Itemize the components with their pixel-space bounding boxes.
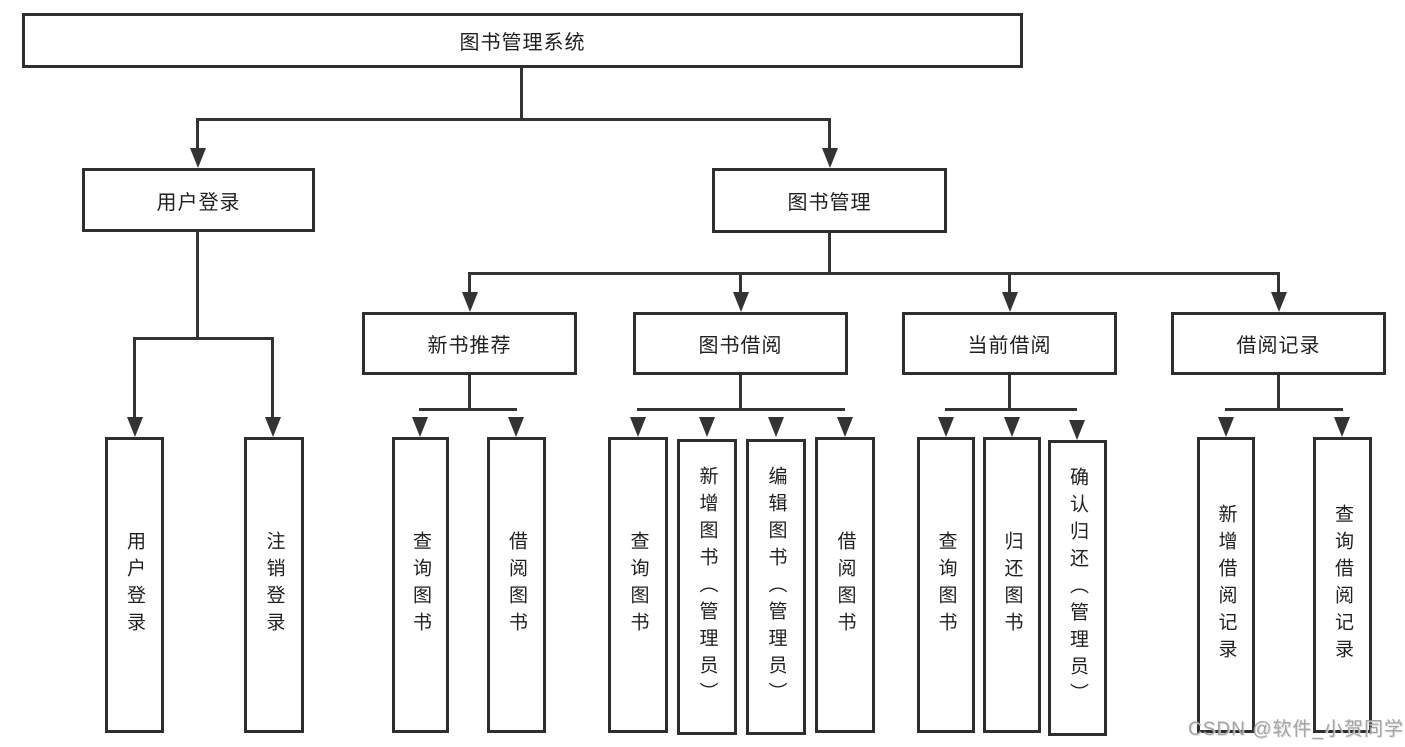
node-book-management-label: 图书管理	[787, 192, 872, 214]
leaf-bb-borrow-books-label: 借阅图书	[834, 531, 856, 639]
node-root-label: 图书管理系统	[459, 32, 586, 54]
leaf-user-login-label: 用户登录	[124, 531, 145, 639]
leaf-br-query-record-label: 查询借阅记录	[1332, 504, 1353, 666]
leaf-br-query-record: 查询借阅记录	[1313, 437, 1372, 733]
arrowhead-br-add	[1218, 417, 1234, 437]
connector-bookmgmt-rail	[468, 272, 1280, 275]
arrowhead-bb-edit	[768, 417, 784, 437]
arrowhead-leaf-login	[127, 417, 143, 437]
leaf-rec-borrow-books-label: 借阅图书	[506, 531, 527, 639]
leaf-br-add-record: 新增借阅记录	[1197, 437, 1255, 733]
arrowhead-rec-query	[412, 417, 428, 437]
arrowhead-cb-return	[1004, 417, 1020, 437]
leaf-cb-confirm-return-admin: 确认归还（管理员）	[1048, 440, 1107, 736]
node-root-system: 图书管理系统	[22, 13, 1023, 68]
node-current-borrow-label: 当前借阅	[967, 335, 1052, 357]
connector-drop-recommend	[468, 272, 471, 296]
leaf-rec-query-books: 查询图书	[392, 437, 449, 733]
node-borrow-records: 借阅记录	[1171, 312, 1386, 375]
leaf-bb-borrow-books: 借阅图书	[815, 437, 875, 733]
arrowhead-bb-query	[630, 417, 646, 437]
arrowhead-bb-add	[699, 417, 715, 437]
leaf-bb-query-books-label: 查询图书	[627, 531, 649, 639]
connector-userlogin-rail	[133, 337, 274, 340]
leaf-cb-return-books: 归还图书	[983, 437, 1041, 733]
arrowhead-user-login	[190, 148, 206, 168]
connector-root-stem	[520, 68, 523, 118]
node-book-management: 图书管理	[712, 168, 947, 233]
connector-bookmgmt-stem	[828, 233, 831, 272]
leaf-logout: 注销登录	[244, 437, 304, 733]
connector-borrow-rail	[637, 408, 845, 411]
leaf-bb-add-books-admin: 新增图书（管理员）	[677, 439, 737, 735]
csdn-watermark-text: CSDN @软件_小贺同学	[1188, 719, 1404, 740]
csdn-watermark: CSDN @软件_小贺同学	[1188, 714, 1404, 741]
arrowhead-book-mgmt	[822, 148, 838, 168]
arrowhead-borrow	[733, 292, 749, 312]
connector-drop-leaf-logout	[271, 337, 274, 419]
arrowhead-br-query	[1334, 417, 1350, 437]
node-user-login: 用户登录	[82, 168, 315, 232]
arrowhead-current	[1002, 292, 1018, 312]
leaf-bb-edit-books-admin-label: 编辑图书（管理员）	[765, 465, 787, 709]
node-current-borrow: 当前借阅	[902, 312, 1117, 375]
connector-userlogin-stem	[196, 232, 199, 337]
leaf-rec-query-books-label: 查询图书	[410, 531, 431, 639]
connector-drop-current	[1008, 272, 1011, 296]
arrowhead-cb-query	[938, 417, 954, 437]
connector-drop-borrow	[739, 272, 742, 296]
connector-drop-book-mgmt	[828, 118, 831, 152]
node-new-book-recommend: 新书推荐	[362, 312, 577, 375]
leaf-cb-query-books-label: 查询图书	[935, 531, 957, 639]
connector-current-stem	[1008, 375, 1011, 408]
leaf-bb-query-books: 查询图书	[608, 437, 668, 733]
connector-recommend-stem	[468, 375, 471, 408]
connector-root-rail	[196, 118, 831, 121]
leaf-cb-return-books-label: 归还图书	[1001, 531, 1023, 639]
node-book-borrow: 图书借阅	[633, 312, 848, 375]
leaf-br-add-record-label: 新增借阅记录	[1215, 504, 1237, 666]
arrowhead-leaf-logout	[265, 417, 281, 437]
arrowhead-bb-borrow	[837, 417, 853, 437]
node-book-borrow-label: 图书借阅	[698, 335, 783, 357]
leaf-bb-edit-books-admin: 编辑图书（管理员）	[746, 439, 806, 735]
node-new-book-recommend-label: 新书推荐	[427, 335, 512, 357]
connector-current-rail	[945, 408, 1077, 411]
leaf-logout-label: 注销登录	[263, 531, 285, 639]
connector-records-stem	[1277, 375, 1280, 408]
connector-records-rail	[1225, 408, 1343, 411]
arrowhead-records	[1271, 292, 1287, 312]
connector-recommend-rail	[419, 408, 517, 411]
connector-drop-leaf-login	[133, 337, 136, 419]
connector-drop-records	[1277, 272, 1280, 296]
leaf-user-login: 用户登录	[105, 437, 164, 733]
leaf-cb-query-books: 查询图书	[917, 437, 975, 733]
arrowhead-recommend	[462, 292, 478, 312]
leaf-bb-add-books-admin-label: 新增图书（管理员）	[696, 465, 718, 709]
connector-borrow-stem	[739, 375, 742, 408]
connector-drop-user-login	[196, 118, 199, 152]
arrowhead-cb-confirm	[1069, 420, 1085, 440]
leaf-cb-confirm-return-admin-label: 确认归还（管理员）	[1067, 466, 1088, 710]
node-borrow-records-label: 借阅记录	[1236, 335, 1321, 357]
node-user-login-label: 用户登录	[156, 191, 241, 214]
arrowhead-rec-borrow	[508, 417, 524, 437]
leaf-rec-borrow-books: 借阅图书	[487, 437, 546, 733]
